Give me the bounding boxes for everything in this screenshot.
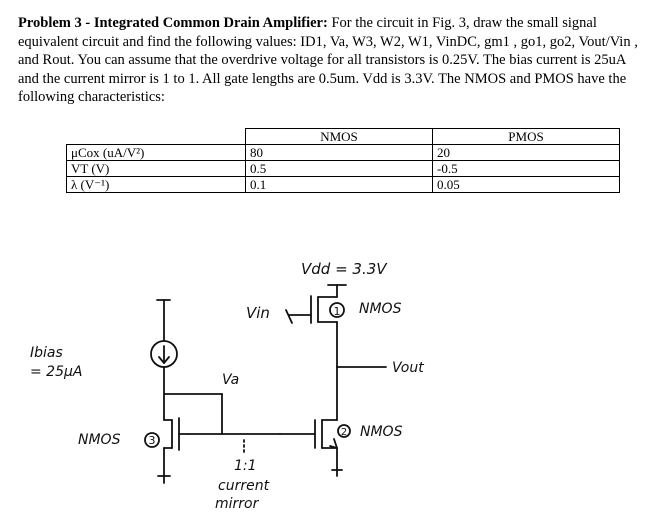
transistor-m1: 1 NMOS Vin (246, 295, 402, 368)
problem-statement: Problem 3 - Integrated Common Drain Ampl… (18, 14, 648, 107)
pmos-cell: 0.05 (432, 176, 620, 193)
transistor-m3: 3 NMOS Va (78, 372, 281, 484)
param-cell: VT (V) (66, 160, 246, 177)
problem-characteristics: The NMOS and PMOS have the following cha… (18, 70, 627, 106)
problem-assumptions: You can assume that the overdrive voltag… (18, 52, 626, 87)
table-row: VT (V) 0.5 -0.5 (66, 160, 620, 177)
vin-label: Vin (246, 304, 270, 322)
problem-title: Problem 3 - Integrated Common Drain Ampl… (18, 15, 328, 31)
bias-current-source: Ibias = 25μA (30, 299, 178, 421)
device-parameters-table: NMOS PMOS μCox (uA/V²) 80 20 VT (V) 0.5 … (66, 128, 620, 193)
va-label: Va (222, 372, 239, 388)
current-mirror-annotation: 1:1 current mirror (215, 439, 270, 512)
vout-node: Vout (336, 360, 424, 376)
m2-type-label: NMOS (360, 424, 403, 440)
table-row: λ (V⁻¹) 0.1 0.05 (66, 176, 620, 193)
m1-number: 1 (334, 305, 341, 318)
vdd-label: Vdd = 3.3V (301, 260, 388, 278)
mirror-label-line2: mirror (215, 496, 260, 512)
problem-values-list: ID1, Va, W3, W2, W1, VinDC, gm1 , go1, g… (18, 33, 638, 69)
m3-type-label: NMOS (78, 432, 121, 448)
param-cell: λ (V⁻¹) (66, 176, 246, 193)
table-row: μCox (uA/V²) 80 20 (66, 144, 620, 161)
transistor-m2: 2 NMOS (279, 366, 403, 477)
m2-number: 2 (341, 427, 347, 438)
nmos-cell: 0.1 (245, 176, 433, 193)
vdd-supply: Vdd = 3.3V (301, 260, 388, 298)
m3-number: 3 (149, 434, 156, 447)
ibias-value: = 25μA (30, 364, 82, 380)
m1-type-label: NMOS (359, 301, 402, 317)
ibias-label: Ibias (30, 345, 63, 361)
vout-label: Vout (392, 360, 424, 376)
mirror-label-line1: current (218, 478, 270, 494)
mirror-ratio: 1:1 (234, 458, 257, 474)
problem-intro: For the circuit in Fig. 3, draw the smal… (18, 15, 597, 50)
